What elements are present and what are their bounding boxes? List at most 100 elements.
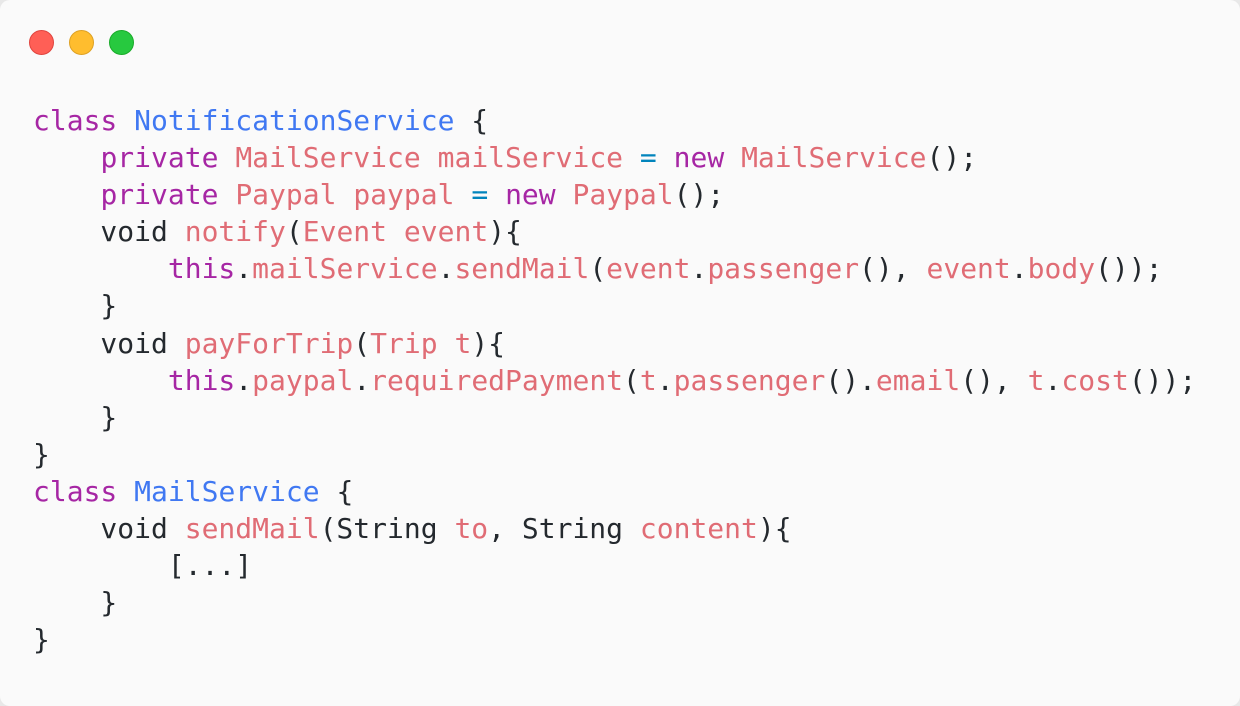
code-line: } (33, 621, 1196, 658)
code-token: event (606, 252, 691, 286)
code-token: new (673, 141, 725, 175)
code-token: (); (673, 178, 725, 212)
code-token: [...] (33, 549, 253, 583)
code-token: ){ (471, 326, 506, 360)
code-token: MailService (741, 141, 927, 175)
code-line: } (33, 584, 1196, 621)
code-token: payForTrip (184, 326, 354, 360)
code-line: void notify(Event event){ (33, 213, 1196, 250)
maximize-button[interactable] (109, 30, 134, 55)
code-token: { (319, 474, 354, 508)
code-line: } (33, 287, 1196, 324)
code-token (336, 178, 353, 211)
code-line: } (33, 399, 1196, 436)
code-token: . (235, 252, 253, 286)
code-token (117, 475, 134, 508)
code-token: Paypal (235, 178, 337, 212)
code-token: (), (859, 252, 927, 286)
code-token: MailService (235, 141, 421, 175)
code-token (724, 141, 741, 174)
code-token: event (926, 252, 1011, 286)
code-token: new (505, 178, 556, 212)
code-line: this.paypal.requiredPayment(t.passenger(… (33, 362, 1196, 399)
code-token (454, 178, 471, 211)
code-token: Paypal (572, 178, 674, 212)
code-token: ( (285, 215, 303, 249)
code-token: (String (319, 512, 455, 546)
code-token: NotificationService (134, 104, 455, 137)
code-token (657, 141, 674, 174)
code-token: (); (926, 141, 978, 175)
code-token (218, 141, 235, 174)
code-token (33, 364, 168, 397)
close-button[interactable] (29, 30, 54, 55)
code-token: void (33, 326, 185, 360)
code-token: content (639, 512, 758, 546)
code-line: private MailService mailService = new Ma… (33, 139, 1196, 176)
code-line: [...] (33, 547, 1196, 584)
code-token: body (1027, 252, 1096, 286)
code-token: ()); (1095, 252, 1163, 286)
code-line: void sendMail(String to, String content)… (33, 510, 1196, 547)
code-token: { (454, 104, 489, 137)
code-token: paypal (252, 363, 354, 397)
code-token: . (1010, 252, 1028, 286)
code-token: to (454, 512, 489, 546)
code-token: } (33, 623, 50, 657)
code-token (117, 104, 134, 137)
code-token: . (690, 252, 708, 286)
code-token: sendMail (454, 252, 590, 286)
code-token (438, 327, 455, 360)
code-token: Trip (370, 326, 438, 360)
code-token: ){ (488, 215, 522, 249)
code-token: passenger (707, 252, 860, 286)
code-token: sendMail (184, 512, 320, 546)
code-token: notify (184, 215, 286, 249)
code-token: ( (589, 252, 607, 286)
code-token: } (33, 586, 118, 620)
code-token: . (1044, 363, 1062, 397)
code-token: . (235, 363, 253, 397)
code-token: . (353, 363, 371, 397)
code-token: ( (353, 326, 371, 360)
code-token: passenger (673, 363, 826, 397)
code-token: } (33, 400, 118, 434)
code-token: mailService (437, 141, 624, 175)
code-token: } (33, 289, 118, 323)
minimize-button[interactable] (69, 30, 94, 55)
code-token (623, 141, 640, 174)
code-token (218, 178, 235, 211)
code-token: (), (960, 363, 1028, 397)
code-token (33, 178, 100, 211)
code-token: t (639, 363, 657, 397)
code-token: . (656, 363, 674, 397)
code-token: t (454, 326, 472, 360)
code-token: void (33, 215, 185, 249)
code-token: this (167, 363, 236, 397)
code-token (488, 178, 505, 211)
code-line: } (33, 436, 1196, 473)
code-token (556, 178, 573, 211)
code-token: requiredPayment (370, 363, 624, 397)
code-token: = (471, 178, 489, 212)
code-token: Event (302, 215, 388, 249)
code-token: ( (623, 363, 640, 397)
code-token: . (437, 252, 455, 286)
code-token: cost (1061, 363, 1129, 397)
code-token: ()); (1128, 363, 1197, 397)
code-line: this.mailService.sendMail(event.passenge… (33, 250, 1196, 287)
code-token: class (33, 104, 118, 137)
code-token (421, 141, 438, 174)
code-token: email (875, 363, 961, 397)
code-token: } (33, 437, 50, 471)
code-token (387, 215, 404, 248)
code-token: void (33, 512, 185, 546)
code-token: paypal (353, 178, 455, 212)
code-token: = (639, 141, 657, 175)
code-line: class NotificationService { (33, 102, 1196, 139)
code-token (33, 252, 168, 285)
code-token: private (100, 141, 219, 175)
code-token: t (1027, 363, 1045, 397)
code-line: private Paypal paypal = new Paypal(); (33, 176, 1196, 213)
